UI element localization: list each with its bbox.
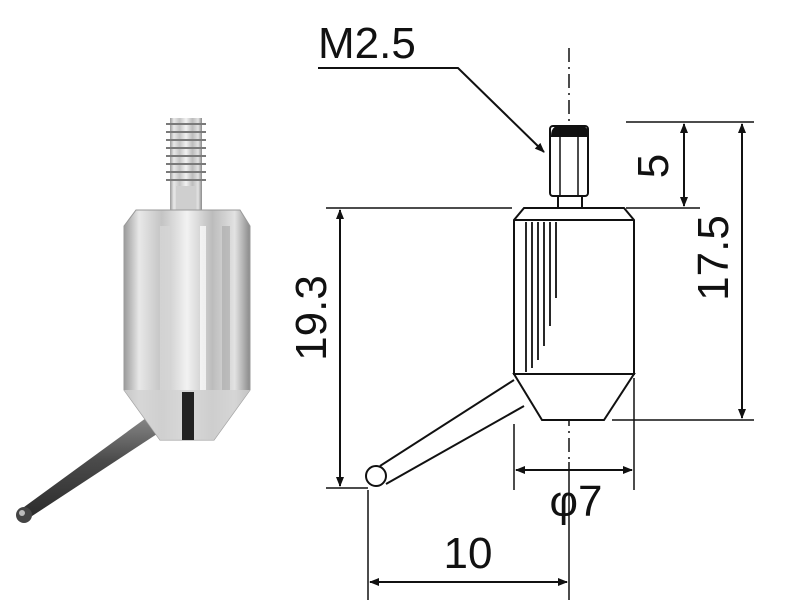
drawing-thread-stud bbox=[549, 125, 590, 209]
thread-leader-line bbox=[318, 67, 545, 153]
dim-body-height-label: 17.5 bbox=[689, 215, 738, 301]
dimension-labels: M2.5 5 17.5 19.3 φ7 10 bbox=[287, 19, 738, 578]
drawing-body bbox=[512, 207, 636, 421]
thread-label: M2.5 bbox=[318, 19, 416, 68]
drawing-stylus bbox=[365, 379, 525, 487]
photo-stylus bbox=[16, 402, 168, 523]
dim-total-height-label: 19.3 bbox=[287, 275, 336, 361]
photo-thread-stud bbox=[166, 118, 206, 210]
dim-diameter-label: φ7 bbox=[549, 477, 602, 526]
technical-drawing bbox=[318, 48, 754, 600]
dim-thread-length-label: 5 bbox=[629, 154, 678, 178]
dim-offset-label: 10 bbox=[444, 529, 493, 578]
photo-body bbox=[123, 209, 251, 441]
probe-photo bbox=[16, 118, 251, 523]
extension-lines bbox=[326, 121, 754, 600]
